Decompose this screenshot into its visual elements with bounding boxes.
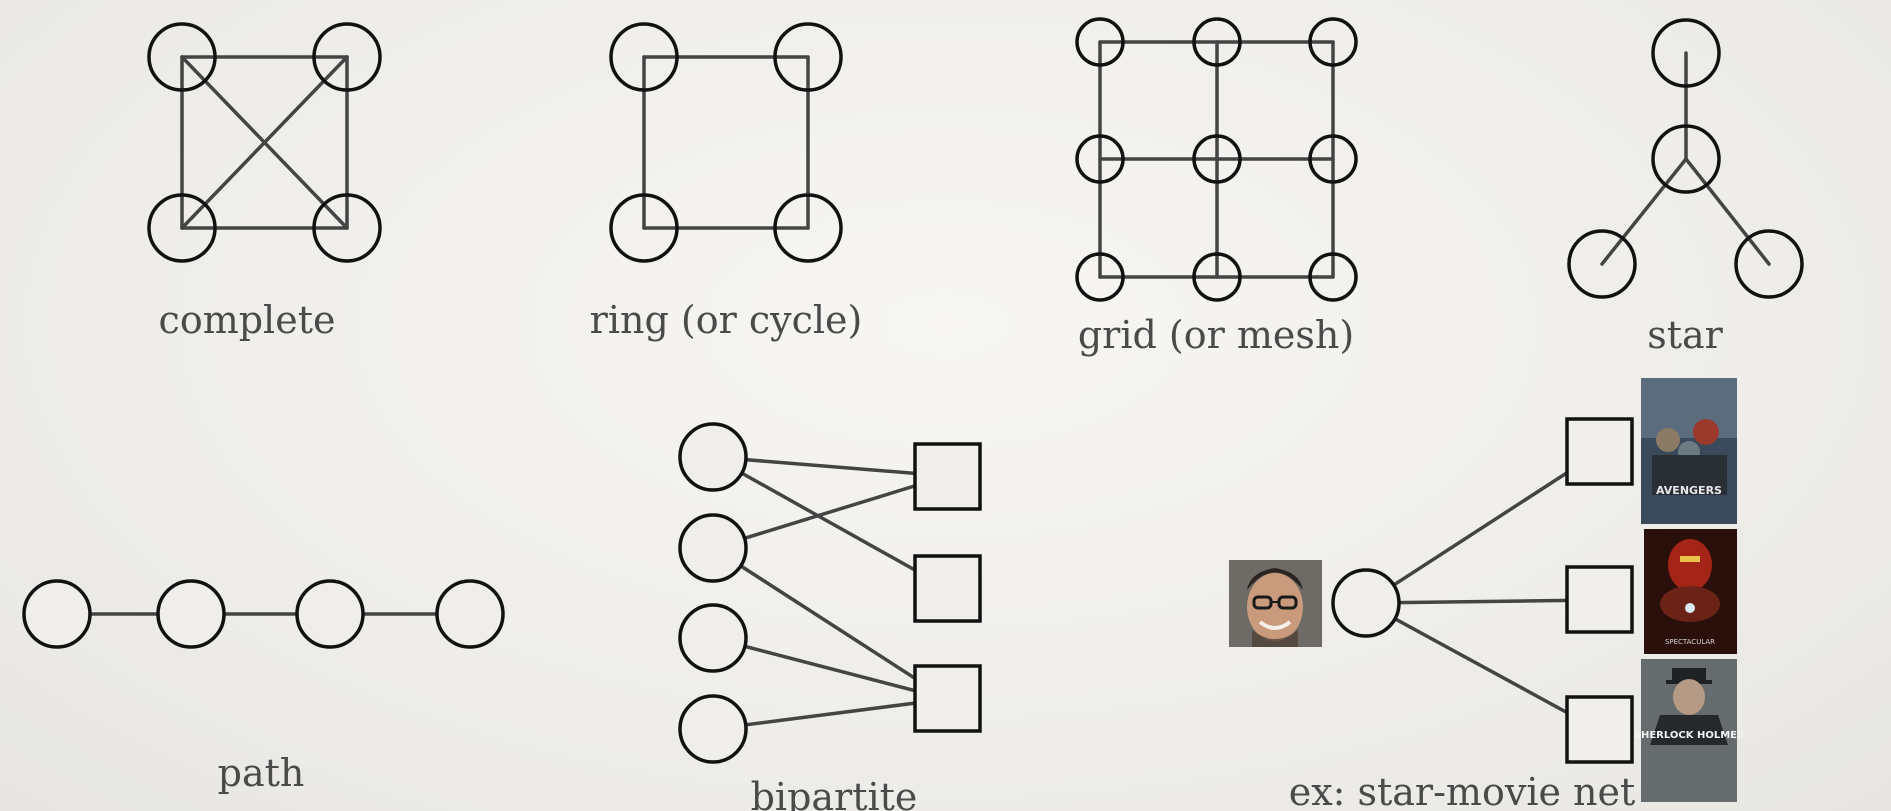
edge [711, 636, 949, 701]
edge [1364, 450, 1601, 605]
node [773, 22, 843, 92]
node [678, 603, 748, 673]
grid-graph: grid (or mesh) [1075, 17, 1358, 357]
node [1075, 134, 1125, 184]
node [1651, 124, 1721, 194]
node [1075, 17, 1125, 67]
node [609, 22, 679, 92]
edge [1684, 157, 1771, 266]
node [1567, 229, 1637, 299]
square-node [913, 664, 982, 733]
poster-ironman-tagline: SPECTACULAR [1665, 638, 1715, 646]
ring-graph: ring (or cycle) [590, 22, 863, 342]
edge [711, 474, 949, 550]
node [1651, 18, 1721, 88]
edge [711, 546, 949, 701]
edge [1364, 598, 1601, 605]
path-graph: path [22, 579, 505, 795]
poster-sherlock-title: SHERLOCK HOLMES [1634, 730, 1744, 741]
edge [711, 455, 949, 590]
poster-ironman: SPECTACULAR [1644, 529, 1737, 654]
label-bipartite: bipartite [751, 775, 918, 811]
node [1734, 229, 1804, 299]
edge [1364, 601, 1601, 732]
edge [180, 55, 349, 230]
star-graph: star [1567, 18, 1804, 357]
actor-photo [1229, 560, 1322, 647]
poster-avengers-title: AVENGERS [1656, 484, 1722, 497]
node [435, 579, 505, 649]
node [773, 193, 843, 263]
label-example: ex: star-movie net [1289, 770, 1636, 811]
node [678, 694, 748, 764]
edge [1600, 157, 1688, 266]
node [1192, 134, 1242, 184]
bipartite-graph: bipartite [678, 422, 982, 811]
node [295, 579, 365, 649]
label-grid: grid (or mesh) [1078, 313, 1354, 357]
poster-avengers: AVENGERS [1641, 378, 1737, 524]
label-complete: complete [159, 298, 336, 342]
label-ring: ring (or cycle) [590, 298, 863, 342]
node [312, 22, 382, 92]
movie-node [1565, 695, 1634, 764]
star-movie-network: AVENGERS SPECTACULAR SHERLOCK HOLMES ex:… [1229, 378, 1744, 811]
node [147, 22, 217, 92]
node [678, 422, 748, 492]
complete-graph: complete [147, 22, 382, 342]
node [312, 193, 382, 263]
actor-node [1331, 568, 1401, 638]
node [1192, 17, 1242, 67]
node [1192, 252, 1242, 302]
node [1308, 17, 1358, 67]
node [147, 193, 217, 263]
label-path: path [218, 751, 305, 795]
node [156, 579, 226, 649]
poster-sherlock: SHERLOCK HOLMES [1634, 659, 1744, 802]
edge [711, 697, 949, 731]
edge [711, 455, 949, 478]
node [609, 193, 679, 263]
node [678, 513, 748, 583]
node [22, 579, 92, 649]
label-star: star [1647, 313, 1723, 357]
node [1075, 252, 1125, 302]
square-node [913, 554, 982, 623]
square-node [913, 442, 982, 511]
node [1308, 252, 1358, 302]
movie-node [1565, 565, 1634, 634]
movie-node [1565, 417, 1634, 486]
node [1308, 134, 1358, 184]
